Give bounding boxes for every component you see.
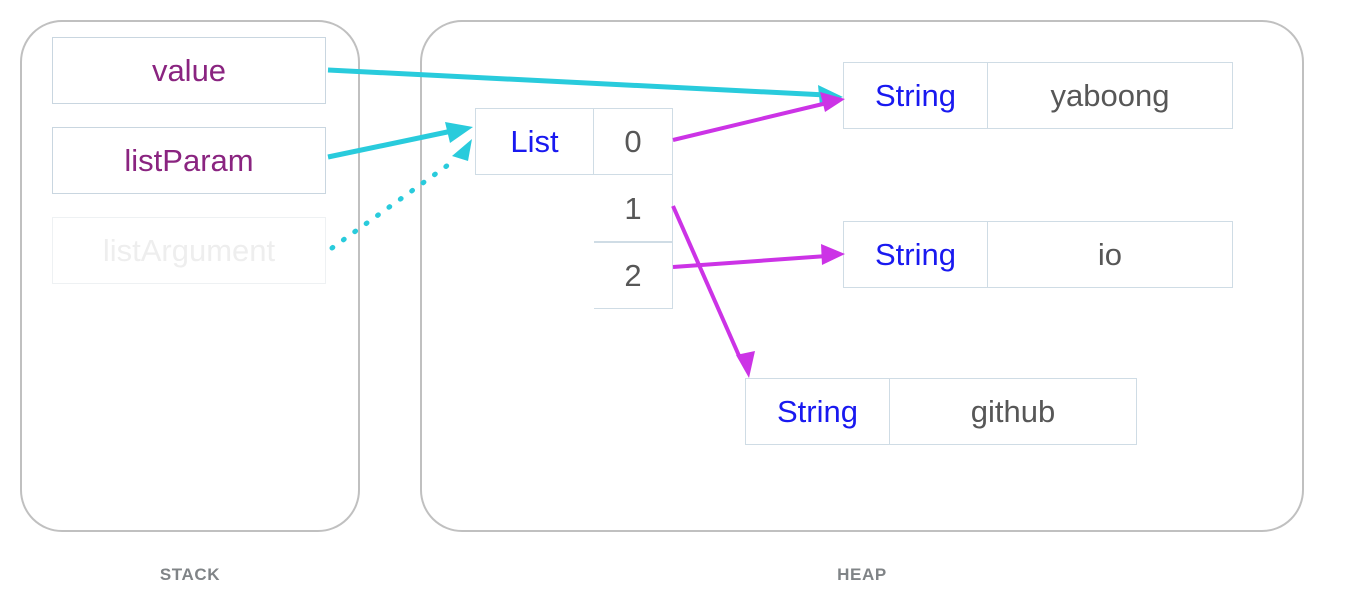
stack-variable-value: value <box>52 37 326 104</box>
stack-variable-label: listParam <box>124 143 254 178</box>
string-type-label: String <box>843 221 988 288</box>
stack-variable-listparam: listParam <box>52 127 326 194</box>
string-type-label: String <box>843 62 988 129</box>
string-value-label: github <box>890 378 1137 445</box>
heap-region-outline <box>420 20 1304 532</box>
stack-variable-label: listArgument <box>102 233 276 268</box>
heap-caption: HEAP <box>837 565 887 584</box>
stack-variable-label: value <box>151 53 227 88</box>
list-type-label: List <box>475 108 594 175</box>
list-index-cell-0: 0 <box>594 108 673 175</box>
list-index-cell-2: 2 <box>594 242 673 309</box>
string-type-label: String <box>745 378 890 445</box>
stack-region-outline <box>20 20 360 532</box>
heap-object-string-github: String github <box>745 378 1137 445</box>
string-value-label: io <box>988 221 1233 288</box>
heap-object-string-yaboong: String yaboong <box>843 62 1233 129</box>
string-value-label: yaboong <box>988 62 1233 129</box>
list-index-cell-1: 1 <box>594 175 673 242</box>
heap-object-string-io: String io <box>843 221 1233 288</box>
stack-variable-listargument: listArgument <box>52 217 326 284</box>
stack-caption: STACK <box>159 565 221 584</box>
